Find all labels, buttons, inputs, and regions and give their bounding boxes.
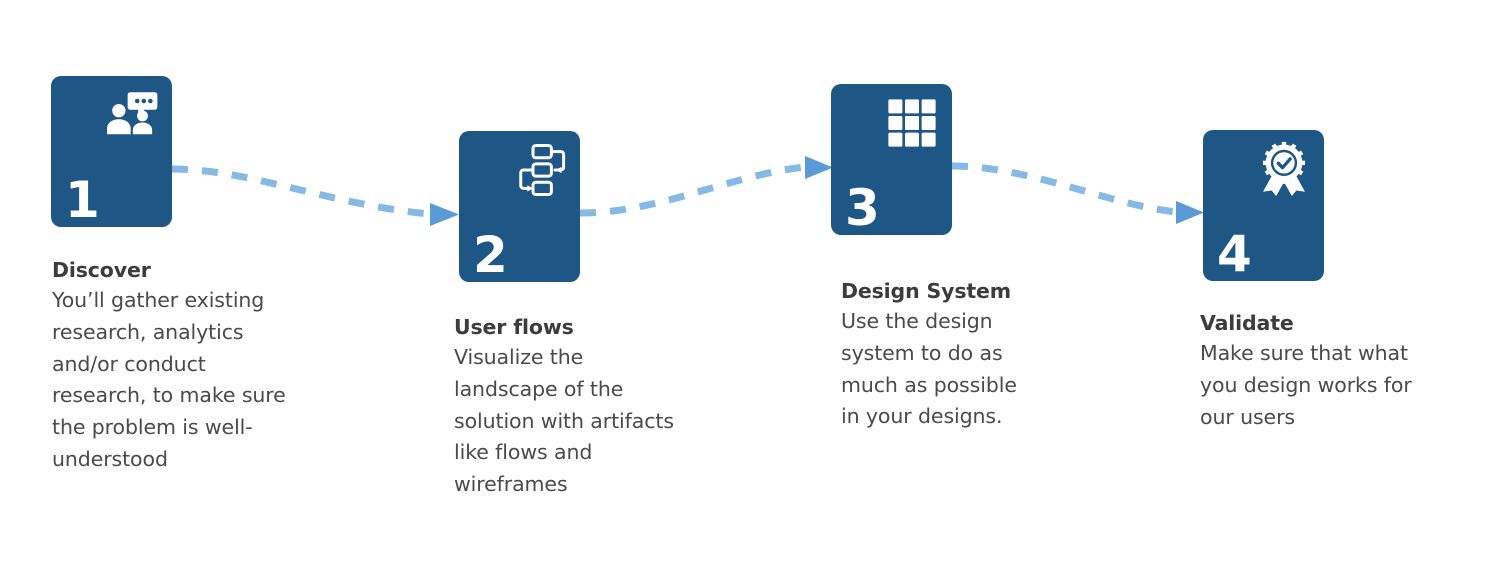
- step-2-description: Visualize the landscape of the solution …: [454, 345, 674, 497]
- people-chat-icon: [107, 92, 158, 135]
- award-check-icon: [1263, 141, 1305, 197]
- step-3-card[interactable]: 3: [831, 84, 952, 235]
- step-3-title: Design System: [841, 279, 1011, 303]
- step-1-card[interactable]: 1: [51, 76, 172, 227]
- step-3-number: 3: [845, 179, 880, 235]
- step-3-description: Use the design system to do as much as p…: [841, 309, 1017, 429]
- grid-icon: [888, 99, 936, 147]
- flowchart-icon: [519, 144, 566, 196]
- step-1-title: Discover: [52, 258, 151, 282]
- step-3-text: Design System Use the design system to d…: [841, 277, 1033, 433]
- step-1-description: You’ll gather existing research, analyti…: [52, 288, 286, 471]
- step-2-card[interactable]: 2: [459, 131, 580, 282]
- connector-3-to-4: [951, 162, 1204, 224]
- step-4-title: Validate: [1200, 311, 1294, 335]
- step-4-card[interactable]: 4: [1203, 130, 1324, 281]
- step-4-number: 4: [1217, 225, 1252, 281]
- step-2-number: 2: [473, 226, 508, 282]
- step-4-text: Validate Make sure that what you design …: [1200, 309, 1440, 433]
- step-4-description: Make sure that what you design works for…: [1200, 341, 1412, 429]
- step-2-text: User flows Visualize the landscape of th…: [454, 313, 676, 501]
- step-1-number: 1: [65, 171, 100, 227]
- connector-2-to-3: [579, 156, 833, 217]
- connector-1-to-2: [171, 165, 459, 226]
- step-1-text: Discover You’ll gather existing research…: [52, 256, 300, 476]
- step-2-title: User flows: [454, 315, 574, 339]
